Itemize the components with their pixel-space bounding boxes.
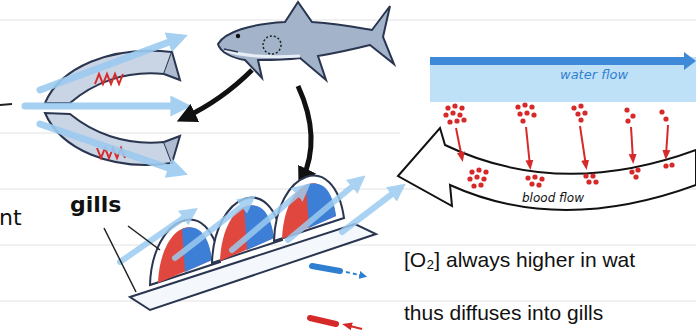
shark	[218, 2, 394, 80]
flow-direction	[310, 266, 364, 329]
ruled-lines	[0, 20, 696, 301]
flow-label-text: water flow	[560, 67, 628, 82]
pointer-arrows	[184, 70, 311, 180]
flow-label-text: blood flow	[522, 191, 584, 205]
diffusion-arrows	[456, 125, 668, 166]
note-text-text: thus diffuses into gills	[404, 301, 603, 324]
leader-line	[104, 226, 160, 292]
flow-label: blood flow	[522, 191, 584, 205]
gill-lamellae	[130, 176, 376, 310]
flow-label: water flow	[560, 67, 628, 83]
oxygen-dots	[443, 102, 674, 188]
water-arrows	[120, 180, 400, 262]
partial-word-text: nt	[0, 205, 22, 230]
partial-word: nt	[0, 205, 22, 231]
note-text: thus diffuses into gills	[404, 300, 603, 325]
blood-arrow	[398, 128, 696, 210]
part-label-text: gills	[70, 192, 121, 217]
part-label: gills	[70, 192, 121, 218]
note-text: [O₂] always higher in wat	[404, 247, 635, 272]
water-arrows	[25, 38, 183, 172]
dash-mark	[0, 104, 12, 105]
water-band	[430, 52, 696, 102]
note-text-text: [O₂] always higher in wat	[404, 248, 635, 271]
